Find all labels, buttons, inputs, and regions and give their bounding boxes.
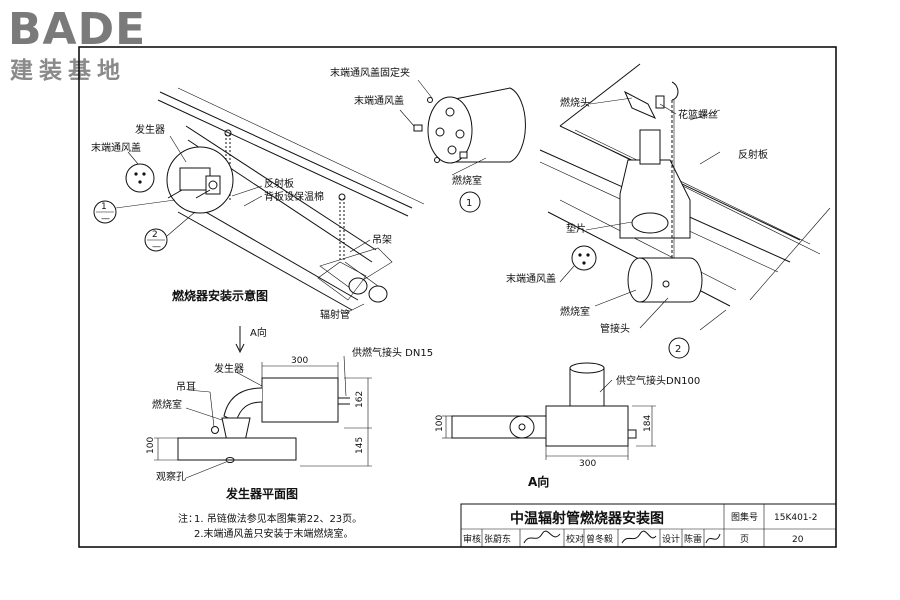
checker-signature: [621, 530, 657, 544]
callout-1-label: 1: [101, 202, 107, 212]
notes: 注： 1. 吊链做法参见本图集第22、23页。 2.末端通风盖只安装于末端燃烧室…: [178, 512, 362, 540]
detail-2-callout-circle: [668, 337, 690, 359]
plan-title: 发生器平面图: [225, 486, 298, 501]
plan-label-chamber: 燃烧室: [152, 398, 182, 411]
design-label: 设计: [662, 533, 680, 545]
atlas-label: 图集号: [731, 511, 758, 523]
callout-circle-1: [93, 200, 117, 224]
label-reflector: 反射板: [264, 177, 294, 190]
note-1: 1. 吊链做法参见本图集第22、23页。: [194, 512, 362, 525]
label-generator: 发生器: [135, 123, 165, 136]
generator-plan-view: A向 300 162 145 100: [146, 326, 433, 501]
drawing-title: 中温辐射管燃烧器安装图: [510, 510, 664, 527]
detail-1-callout-circle: [459, 191, 481, 213]
detail-2-callout: 2: [675, 344, 681, 355]
plan-label-lug: 吊耳: [176, 381, 196, 393]
label-end-cap: 末端通风盖: [91, 141, 141, 154]
label-end-cap-d1: 末端通风盖: [354, 94, 404, 107]
label-gasket: 垫片: [566, 222, 586, 235]
title-block: 中温辐射管燃烧器安装图 图集号 15K401-2 页 20 审核 张蔚东 校对 …: [460, 503, 837, 548]
plan-label-gas-joint: 供燃气接头 DN15: [352, 346, 433, 359]
callout-1-dash: —: [101, 214, 110, 224]
note-2: 2.末端通风盖只安装于末端燃烧室。: [194, 527, 354, 540]
callout-circle-2: [144, 228, 168, 252]
label-turnbuckle: 花篮螺丝: [678, 108, 718, 121]
plan-dim-upper-h: 162: [355, 391, 365, 408]
checker-name: 曾冬毅: [586, 533, 613, 545]
label-pipe-joint: 管接头: [600, 322, 630, 335]
label-chamber-d2: 燃烧室: [560, 305, 590, 318]
label-end-cap-clip: 末端通风盖固定夹: [330, 66, 410, 79]
viewa-title: A向: [528, 474, 549, 489]
viewa-label-air-joint: 供空气接头DN100: [616, 374, 700, 387]
plan-dim-width: 300: [291, 356, 308, 366]
plan-label-generator: 发生器: [214, 362, 244, 375]
plan-label-sight-hole: 观察孔: [156, 470, 186, 483]
callout-2-dash: —: [152, 242, 161, 252]
callout-2-label: 2: [152, 230, 158, 240]
label-hanger: 吊架: [372, 234, 392, 246]
review-label: 审核: [463, 533, 481, 545]
designer-name: 陈雷: [684, 533, 702, 545]
reviewer-name: 张蔚东: [484, 533, 511, 545]
detail-1-view: 末端通风盖固定夹 末端通风盖 燃烧室 1: [330, 66, 526, 213]
schematic-title: 燃烧器安装示意图: [172, 288, 268, 303]
reviewer-signature: [523, 530, 561, 544]
logo: BADE 建装基地: [8, 4, 145, 84]
view-a: 300 184 100 供空气接头DN100 A向: [435, 362, 700, 489]
viewa-dim-width: 300: [579, 459, 596, 469]
label-burner-head: 燃烧头: [560, 96, 590, 109]
plan-dim-left-h: 100: [146, 437, 156, 454]
check-label: 校对: [566, 533, 584, 545]
viewa-dim-right-h: 184: [643, 415, 653, 432]
notes-prefix: 注：: [178, 512, 198, 525]
end-cap-d2-circle: [571, 245, 597, 271]
drawing-frame: [78, 46, 837, 548]
plan-dim-lower-h: 145: [355, 437, 365, 454]
logo-subtitle: 建装基地: [10, 58, 126, 84]
end-cap-circle: [125, 163, 155, 193]
viewa-dim-left-h: 100: [435, 415, 445, 432]
gasket-ring: [631, 212, 669, 234]
label-reflector-d2: 反射板: [738, 148, 768, 161]
detail-1-callout: 1: [466, 198, 472, 209]
detail-2-view: 燃烧头 花篮螺丝 反射板 垫片 末端通风盖 燃烧室 管接头 2: [506, 63, 831, 359]
label-back-insulation: 背板设保温棉: [264, 190, 324, 203]
schematic-view: 1 — 2 — 发生器 末端通风盖 反射板 背板设保温棉 吊架 辐射管 燃烧器安…: [91, 87, 425, 321]
page-number: 20: [792, 535, 804, 545]
label-chamber-d1: 燃烧室: [452, 174, 482, 187]
page-label: 页: [740, 534, 749, 545]
plan-arrow-label: A向: [250, 326, 267, 339]
atlas-number: 15K401-2: [774, 513, 818, 523]
label-end-cap-d2: 末端通风盖: [506, 272, 556, 285]
label-radiant-tube: 辐射管: [320, 308, 350, 321]
designer-signature: [705, 533, 721, 544]
